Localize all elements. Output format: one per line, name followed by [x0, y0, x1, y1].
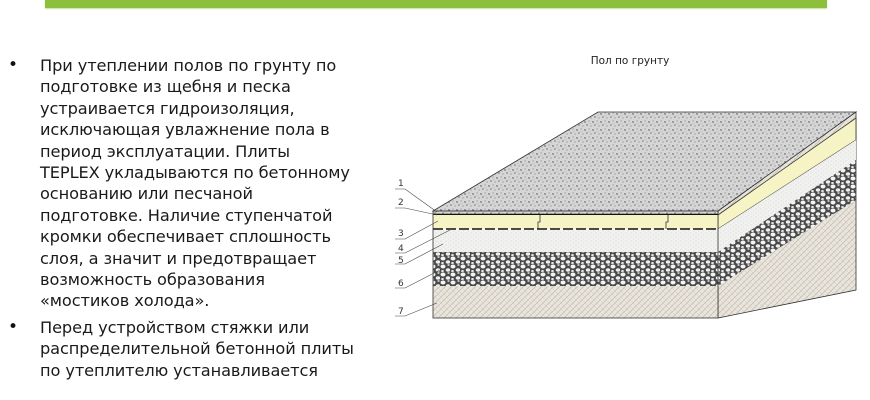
layer-label: 1 — [398, 179, 404, 189]
bullet-icon: • — [8, 316, 19, 337]
bullet-item: • Перед устройством стяжки или распредел… — [0, 317, 380, 381]
diagram-title: Пол по грунту — [590, 55, 670, 67]
text-line: TEPLEX укладываются по бетонному — [40, 163, 350, 183]
layer-label: 6 — [398, 279, 404, 289]
text-line: «мостиков холода». — [40, 291, 210, 311]
layer-label: 5 — [398, 256, 404, 266]
bullet-item: • При утеплении полов по грунту по подго… — [0, 55, 380, 312]
layer-1-screed — [433, 211, 718, 215]
text-line: Перед устройством стяжки или — [40, 317, 310, 337]
bullet-icon: • — [8, 55, 19, 75]
layer-5-sand — [433, 230, 718, 252]
layer-7-soil — [433, 286, 718, 318]
accent-bar — [45, 0, 827, 8]
layer-label: 3 — [398, 229, 404, 239]
text-line: При утеплении полов по грунту по — [40, 56, 337, 75]
text-line: распределительной бетонной плиты — [40, 339, 354, 359]
text-line: основанию или песчаной — [40, 184, 253, 204]
layer-3-insulation — [433, 215, 718, 229]
layer-label: 7 — [398, 307, 404, 317]
layer-label: 4 — [398, 244, 404, 254]
text-line: возможность образования — [40, 270, 265, 290]
right-gravel-face — [718, 160, 856, 286]
text-line: подготовке из щебня и песка — [40, 77, 291, 97]
text-line: период эксплуатации. Плиты — [40, 141, 290, 161]
layer-label: 2 — [398, 198, 404, 208]
text-line: исключающая увлажнение пола в — [40, 120, 330, 140]
right-sand-face — [718, 140, 856, 252]
bullet-list: • При утеплении полов по грунту по подго… — [0, 55, 380, 386]
layer-6-gravel — [433, 252, 718, 286]
text-line: по утеплителю устанавливается — [40, 360, 318, 380]
text-line: слоя, а значит и предотвращает — [40, 248, 317, 268]
step-edge-joints — [537, 215, 669, 229]
text-line: кромки обеспечивает сплошность — [40, 227, 331, 247]
text-line: устраивается гидроизоляция, — [40, 98, 295, 118]
floor-layers-diagram: 1 2 3 4 5 6 7 — [395, 111, 858, 319]
leader-lines — [395, 188, 451, 317]
text-line: подготовке. Наличие ступенчатой — [40, 205, 333, 225]
